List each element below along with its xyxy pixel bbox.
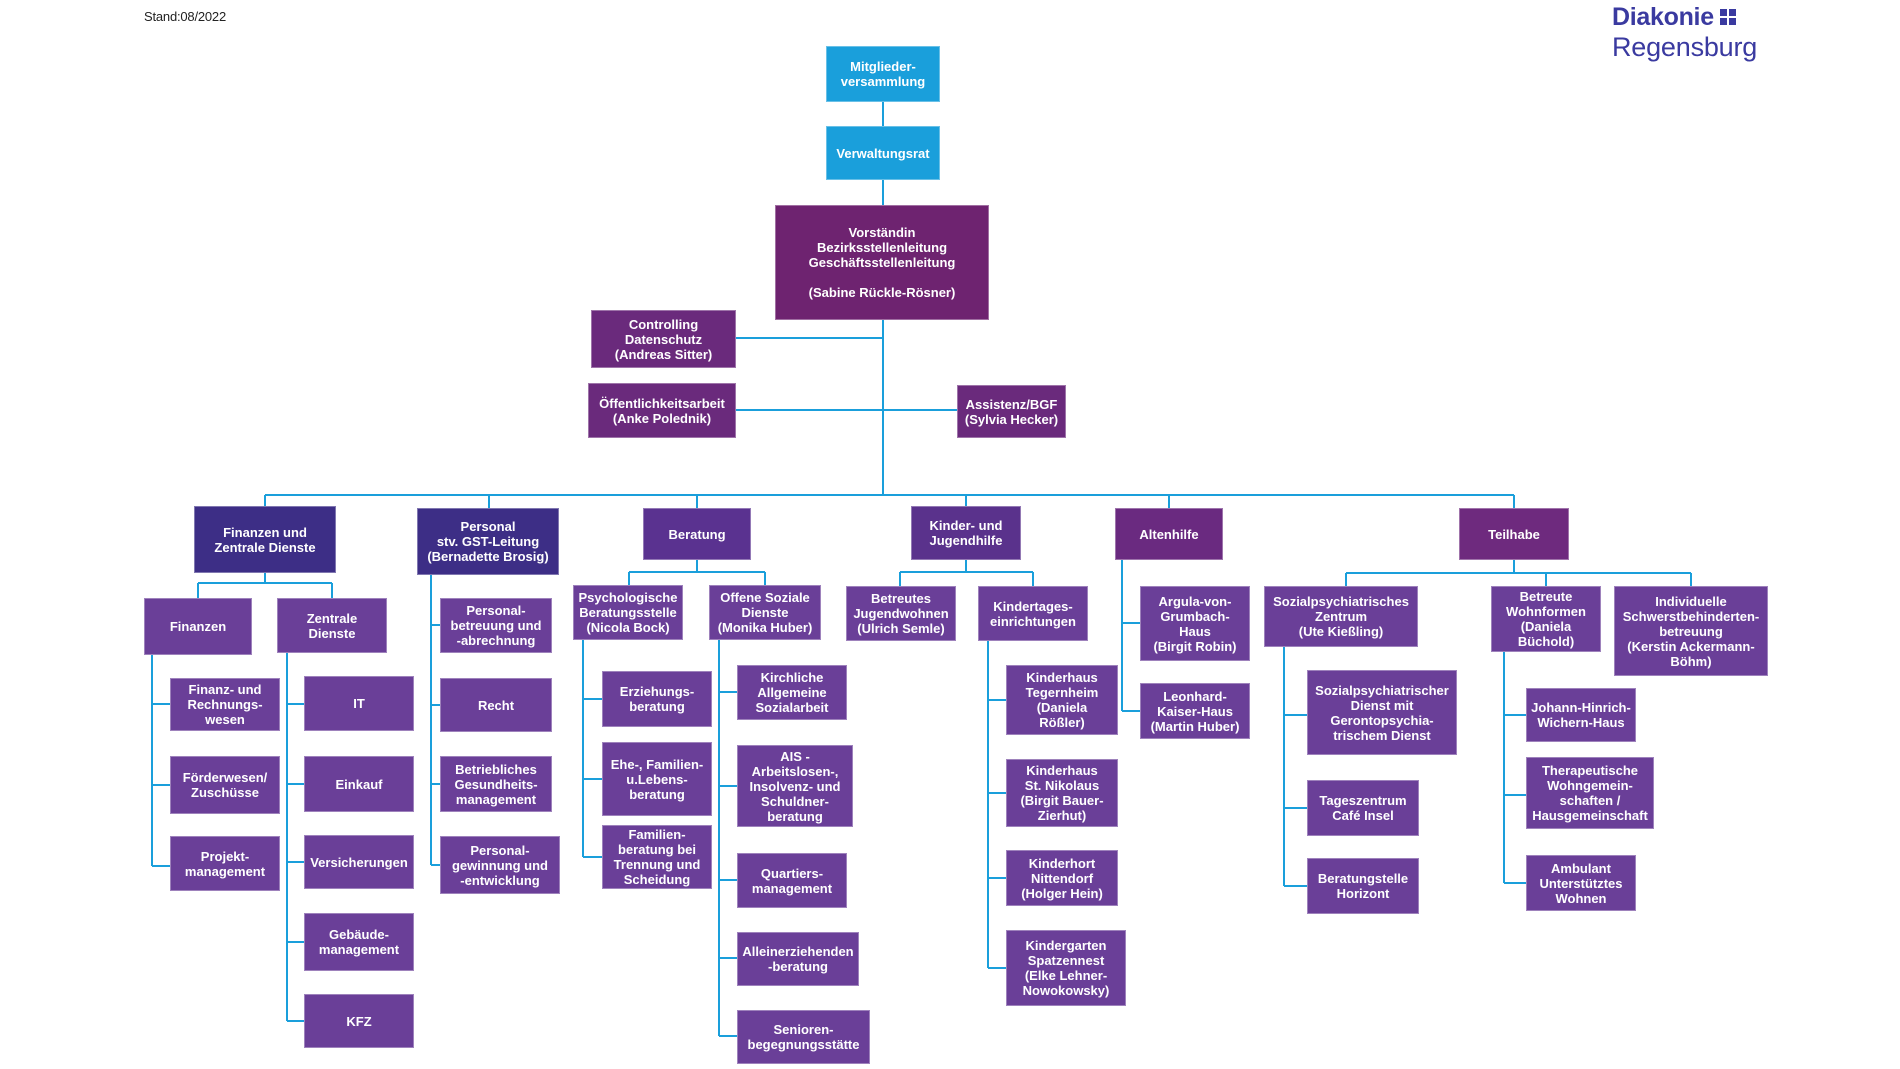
box-seniorenbegegnungsstaette: Senioren- begegnungsstätte [737, 1010, 870, 1064]
box-betreute-wohnformen: Betreute Wohnformen (Daniela Büchold) [1491, 586, 1601, 652]
box-psychologische-beratungsstelle: Psychologische Beratungsstelle (Nicola B… [573, 585, 683, 640]
dept-personal: Personal stv. GST-Leitung (Bernadette Br… [417, 508, 559, 575]
box-controlling: Controlling Datenschutz (Andreas Sitter) [591, 310, 736, 368]
box-it: IT [304, 676, 414, 731]
diakonie-cross-icon [1719, 9, 1736, 25]
dept-beratung: Beratung [643, 508, 751, 560]
box-gesundheitsmanagement: Betriebliches Gesundheits- management [440, 756, 552, 812]
box-ais-beratung: AIS - Arbeitslosen-, Insolvenz- und Schu… [737, 745, 853, 827]
box-mitgliederversammlung: Mitglieder- versammlung [826, 46, 940, 102]
box-kindertageseinrichtungen: Kindertages- einrichtungen [978, 586, 1088, 641]
box-personalgewinnung: Personal- gewinnung und -entwicklung [440, 836, 560, 894]
box-sozialpsychiatrischer-dienst: Sozialpsychiatrischer Dienst mit Geronto… [1307, 670, 1457, 755]
box-beratungsstelle-horizont: Beratungstelle Horizont [1307, 858, 1419, 914]
box-finanz-rechnungswesen: Finanz- und Rechnungs- wesen [170, 678, 280, 731]
dept-finanzen-zentrale-dienste: Finanzen und Zentrale Dienste [194, 506, 336, 573]
box-betreutes-jugendwohnen: Betreutes Jugendwohnen (Ulrich Semle) [846, 586, 956, 641]
box-ambulant-unterstuetztes-wohnen: Ambulant Unterstütztes Wohnen [1526, 855, 1636, 911]
box-oeffentlichkeitsarbeit: Öffentlichkeitsarbeit (Anke Polednik) [588, 383, 736, 438]
box-kinderhaus-st-nikolaus: Kinderhaus St. Nikolaus (Birgit Bauer- Z… [1006, 759, 1118, 827]
box-quartiersmanagement: Quartiers- management [737, 853, 847, 908]
box-foerderwesen: Förderwesen/ Zuschüsse [170, 756, 280, 814]
box-erziehungsberatung: Erziehungs- beratung [602, 671, 712, 727]
dept-teilhabe: Teilhabe [1459, 508, 1569, 560]
box-versicherungen: Versicherungen [304, 835, 414, 889]
box-tageszentrum-cafe-insel: Tageszentrum Café Insel [1307, 780, 1419, 836]
box-individuelle-schwerstbehindertenbetreuung: Individuelle Schwerstbehinderten- betreu… [1614, 586, 1768, 676]
diakonie-logo: Diakonie Regensburg [1612, 2, 1757, 62]
box-argula-von-grumbach-haus: Argula-von- Grumbach- Haus (Birgit Robin… [1140, 586, 1250, 661]
box-personalbetreuung: Personal- betreuung und -abrechnung [440, 598, 552, 653]
box-therapeutische-wohngemeinschaften: Therapeutische Wohngemein- schaften / Ha… [1526, 757, 1654, 829]
box-sozialpsychiatrisches-zentrum: Sozialpsychiatrisches Zentrum (Ute Kießl… [1264, 586, 1418, 647]
dept-altenhilfe: Altenhilfe [1115, 508, 1223, 560]
box-ehe-familien-lebensberatung: Ehe-, Familien- u.Lebens- beratung [602, 742, 712, 816]
box-offene-soziale-dienste: Offene Soziale Dienste (Monika Huber) [709, 585, 821, 640]
box-familienberatung-trennung: Familien- beratung bei Trennung und Sche… [602, 825, 712, 889]
box-vorstaendin: Vorständin Bezirksstellenleitung Geschäf… [775, 205, 989, 320]
box-kfz: KFZ [304, 994, 414, 1048]
box-finanzen: Finanzen [144, 598, 252, 655]
dept-kinder-jugendhilfe: Kinder- und Jugendhilfe [911, 506, 1021, 560]
box-zentrale-dienste: Zentrale Dienste [277, 598, 387, 653]
box-einkauf: Einkauf [304, 756, 414, 812]
box-verwaltungsrat: Verwaltungsrat [826, 126, 940, 180]
box-leonhard-kaiser-haus: Leonhard- Kaiser-Haus (Martin Huber) [1140, 683, 1250, 739]
box-kinderhort-nittendorf: Kinderhort Nittendorf (Holger Hein) [1006, 850, 1118, 906]
box-kirchliche-sozialarbeit: Kirchliche Allgemeine Sozialarbeit [737, 665, 847, 720]
box-alleinerziehendenberatung: Alleinerziehenden -beratung [737, 932, 859, 986]
logo-city-text: Regensburg [1612, 32, 1758, 62]
box-assistenz: Assistenz/BGF (Sylvia Hecker) [957, 385, 1066, 438]
box-kinderhaus-tegernheim: Kinderhaus Tegernheim (Daniela Rößler) [1006, 665, 1118, 735]
box-projektmanagement: Projekt- management [170, 836, 280, 891]
box-kindergarten-spatzennest: Kindergarten Spatzennest (Elke Lehner- N… [1006, 930, 1126, 1006]
box-gebaeudemanagement: Gebäude- management [304, 913, 414, 971]
logo-brand-text: Diakonie [1612, 3, 1714, 31]
box-recht: Recht [440, 678, 552, 732]
box-johann-hinrich-wichern-haus: Johann-Hinrich- Wichern-Haus [1526, 688, 1636, 742]
stand-date: Stand:08/2022 [144, 9, 226, 24]
